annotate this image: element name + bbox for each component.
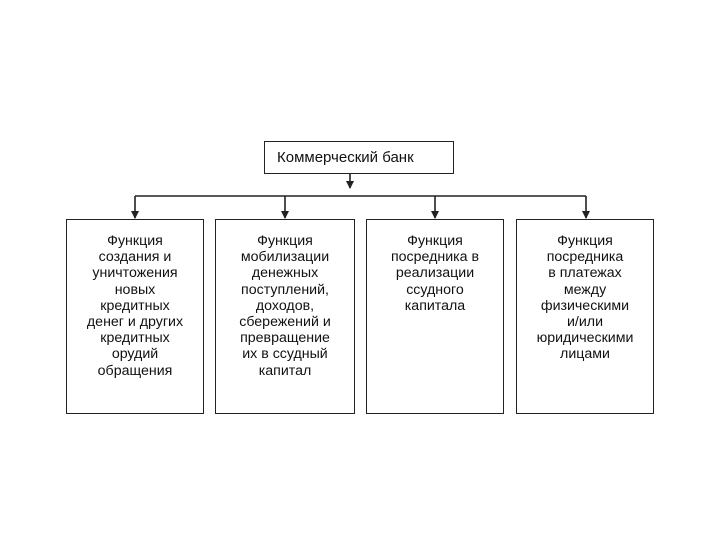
function-line: доходов, <box>255 297 315 314</box>
function-line: уничтожения <box>92 265 178 282</box>
function-line: лицами <box>560 346 610 363</box>
function-line: кредитных <box>100 330 170 347</box>
function-line: Функция <box>407 233 463 249</box>
function-line: денег и других <box>86 314 184 331</box>
function-line: посредника в <box>390 249 480 266</box>
function-line: мобилизации <box>240 249 330 266</box>
function-line: их в ссудный <box>242 346 328 363</box>
function-box-mobilization: Функция мобилизации денежных поступлений… <box>215 219 355 414</box>
function-line: поступлений, <box>241 281 329 298</box>
function-box-payments-intermediary: Функция посредника в платежах между физи… <box>516 219 654 414</box>
function-line: Функция <box>557 233 613 249</box>
function-line: кредитных <box>100 297 170 314</box>
function-line: превращение <box>240 330 330 347</box>
function-line: обращения <box>97 362 173 379</box>
function-line: и/или <box>567 314 603 331</box>
function-line: капитала <box>404 297 466 314</box>
function-line: между <box>563 281 607 298</box>
function-line: создания и <box>98 249 172 266</box>
function-line: ссудного <box>406 281 464 298</box>
function-line: новых <box>114 281 156 298</box>
function-box-credit-money: Функция создания и уничтожения новых кре… <box>66 219 204 414</box>
function-line: Функция <box>257 233 313 249</box>
function-line: посредника <box>546 249 624 266</box>
function-line: Функция <box>107 233 163 249</box>
function-line: физическими <box>540 297 630 314</box>
function-line: капитал <box>258 362 312 379</box>
function-line: денежных <box>251 265 319 282</box>
root-node-commercial-bank: Коммерческий банк <box>264 141 454 174</box>
root-node-label: Коммерческий банк <box>277 149 414 166</box>
function-line: в платежах <box>548 265 622 282</box>
function-line: орудий <box>111 346 159 363</box>
function-box-loan-capital-intermediary: Функция посредника в реализации ссудного… <box>366 219 504 414</box>
function-line: реализации <box>395 265 475 282</box>
function-line: сбережений и <box>239 314 331 331</box>
function-line: юридическими <box>536 330 634 347</box>
